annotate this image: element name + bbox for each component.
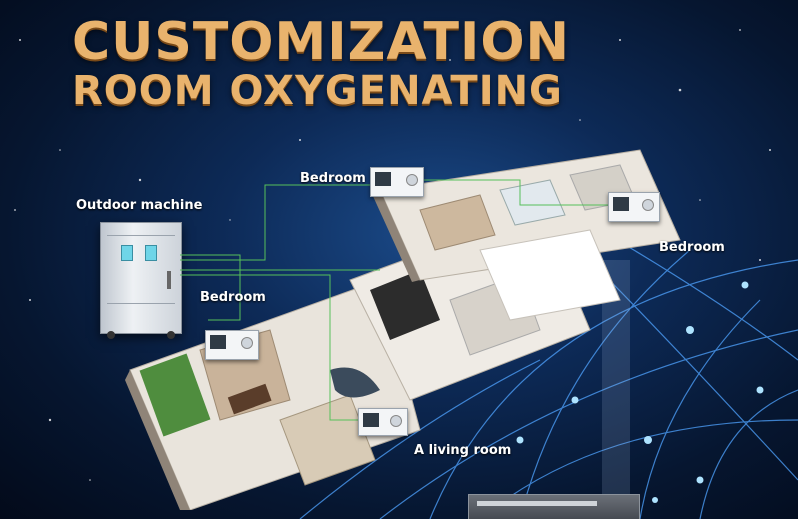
- bedroom-label-right: Bedroom: [659, 240, 725, 255]
- living-room-label: A living room: [414, 443, 512, 458]
- title-line-1: CUSTOMIZATION: [72, 12, 571, 72]
- outdoor-machine-icon: [100, 222, 182, 339]
- title-line-2: ROOM OXYGENATING: [72, 68, 563, 114]
- oxygen-controller-device-icon: [370, 167, 424, 197]
- floor-plan-image: [125, 149, 681, 510]
- oxygen-controller-device-icon: [608, 192, 660, 222]
- server-unit-icon: [468, 494, 640, 519]
- oxygen-controller-device-icon: [205, 330, 259, 360]
- oxygen-controller-device-icon: [358, 408, 408, 436]
- outdoor-machine-label: Outdoor machine: [76, 198, 203, 213]
- bedroom-label-top: Bedroom: [300, 171, 366, 186]
- bedroom-label-left: Bedroom: [200, 290, 266, 305]
